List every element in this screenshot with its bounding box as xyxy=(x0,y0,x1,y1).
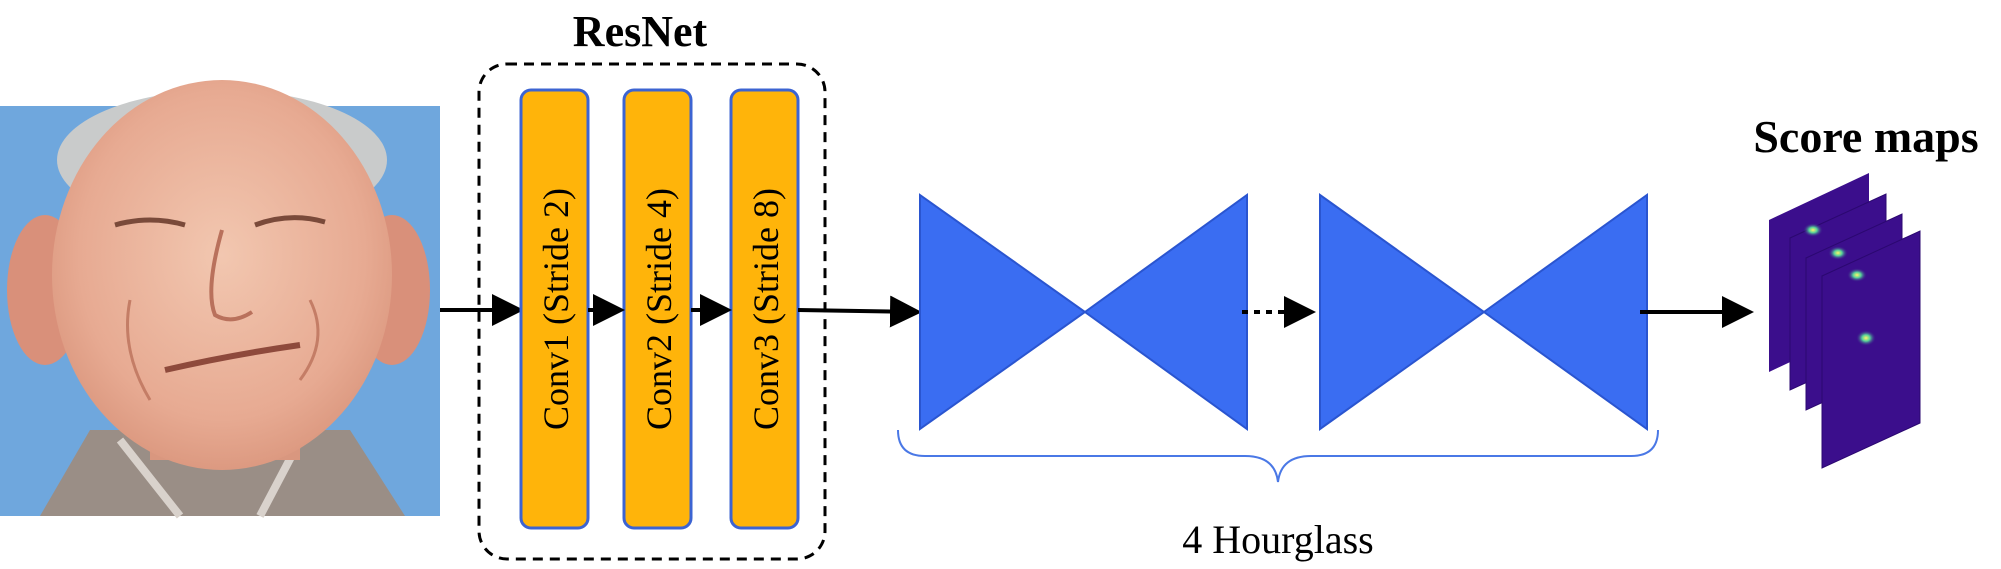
arrow-conv3-to-hourglass xyxy=(797,295,922,328)
score-map-4 xyxy=(1821,230,1921,469)
hourglass-1 xyxy=(919,193,1248,431)
score-map-peak-3 xyxy=(1847,268,1867,282)
score-map-peak-2 xyxy=(1828,246,1848,260)
score-map-stack-icon xyxy=(1769,173,1921,469)
hourglass-brace xyxy=(897,429,1659,483)
conv3-label: Conv3 (Stride 8) xyxy=(746,188,786,430)
conv1-block: Conv1 (Stride 2) xyxy=(519,88,590,530)
hourglass-4 xyxy=(1319,193,1648,431)
conv2-block: Conv2 (Stride 4) xyxy=(622,88,693,530)
resnet-title: ResNet xyxy=(573,7,708,56)
hourglass-label: 4 Hourglass xyxy=(1182,517,1373,562)
face-photo xyxy=(0,80,440,519)
score-map-peak-1 xyxy=(1803,223,1823,237)
score-maps-label: Score maps xyxy=(1753,111,1978,162)
score-map-peak-4 xyxy=(1856,330,1876,346)
conv3-block: Conv3 (Stride 8) xyxy=(729,88,800,530)
conv2-label: Conv2 (Stride 4) xyxy=(639,188,679,430)
conv1-label: Conv1 (Stride 2) xyxy=(536,188,576,430)
